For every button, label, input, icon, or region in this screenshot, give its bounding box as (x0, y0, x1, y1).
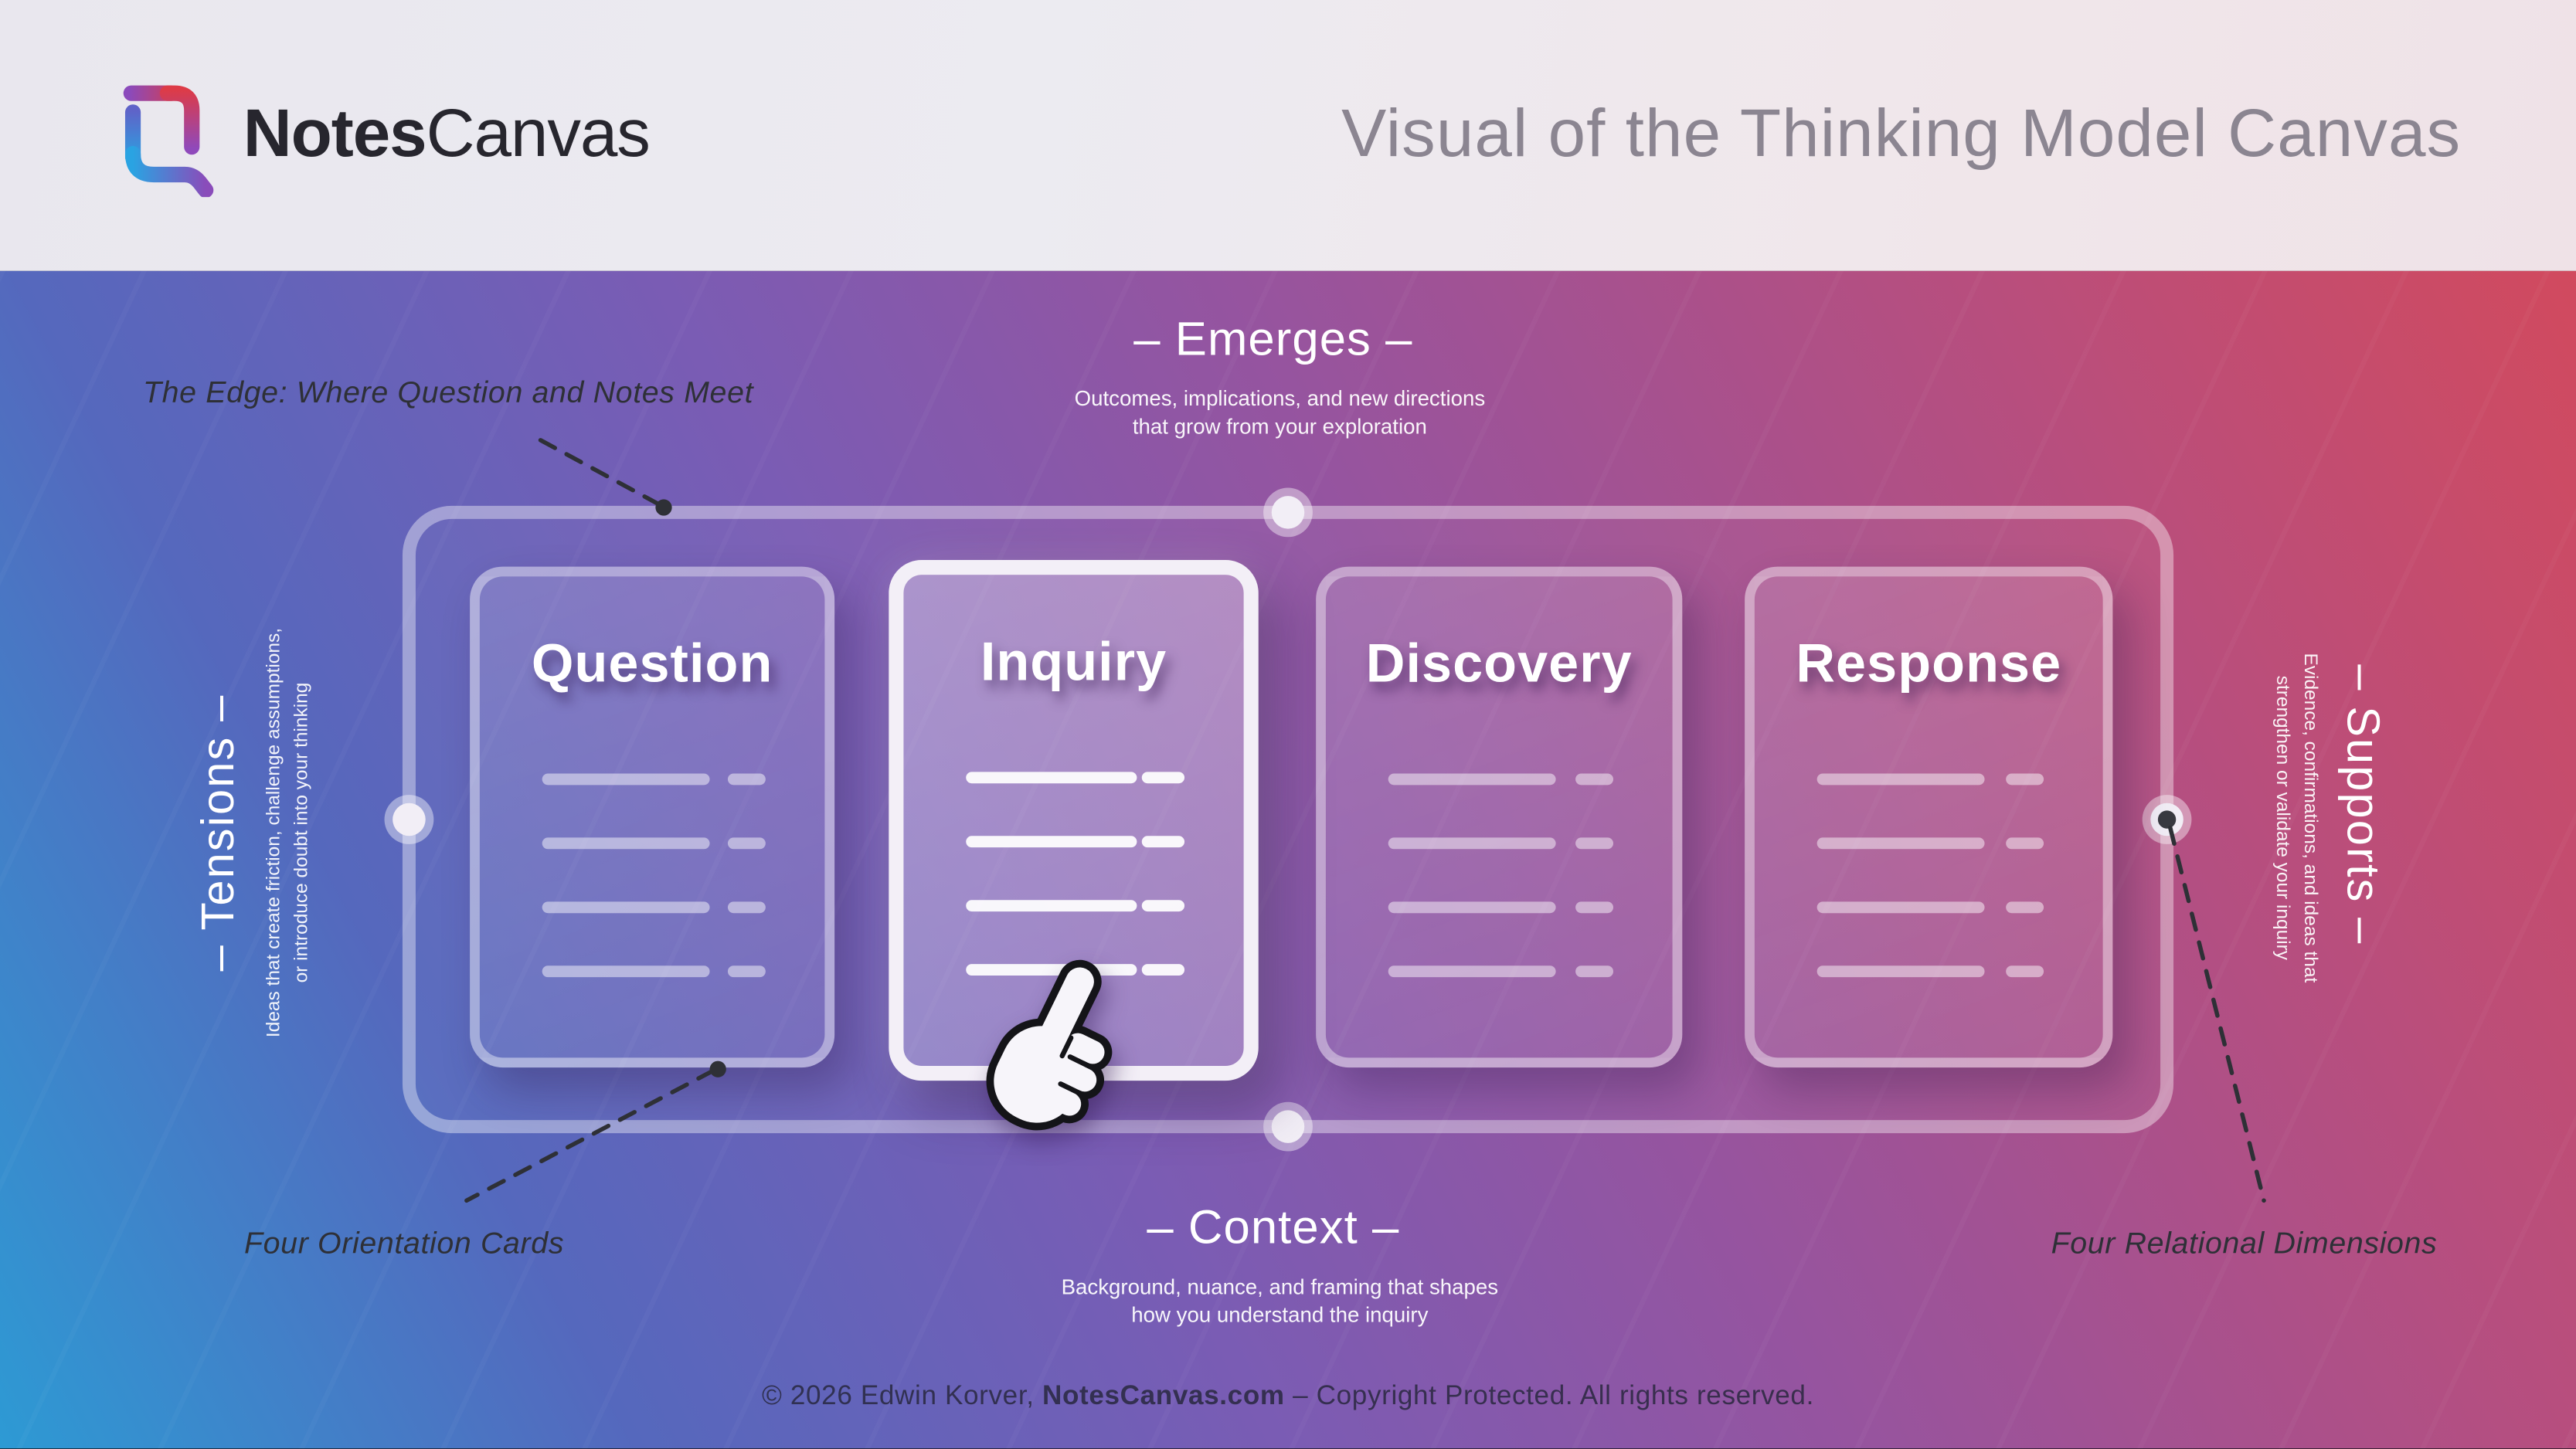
leader-line-relational (2168, 825, 2266, 1203)
placeholder-line-short (2006, 837, 2044, 850)
placeholder-line-short (1141, 772, 1185, 784)
brand-wordmark: NotesCanvas (243, 92, 651, 174)
canvas-area: – Emerges – Outcomes, implications, and … (0, 270, 2576, 1449)
orientation-card-response[interactable]: Response (1745, 566, 2113, 1068)
placeholder-line-row (480, 965, 825, 978)
placeholder-line-long (1388, 901, 1556, 914)
card-placeholder-lines (1326, 773, 1673, 1030)
placeholder-line-row (480, 901, 825, 914)
placeholder-line-short (1575, 965, 1614, 978)
placeholder-line-long (1816, 965, 1985, 978)
placeholder-line-row (1755, 773, 2103, 786)
placeholder-line-long (1388, 773, 1556, 786)
annotation-edge: The Edge: Where Question and Notes Meet (142, 374, 754, 409)
placeholder-line-row (1755, 965, 2103, 978)
placeholder-line-short (1141, 836, 1185, 848)
placeholder-line-row (903, 772, 1243, 784)
annotation-relational-dimensions: Four Relational Dimensions (2051, 1225, 2438, 1260)
placeholder-line-row (1326, 901, 1673, 914)
placeholder-line-short (1141, 964, 1185, 976)
placeholder-line-long (1816, 837, 1985, 850)
placeholder-line-long (1816, 773, 1985, 786)
placeholder-line-long (542, 837, 710, 850)
placeholder-line-row (1326, 837, 1673, 850)
frame-handle-bottom[interactable] (1263, 1101, 1313, 1152)
placeholder-line-short (727, 965, 766, 978)
placeholder-line-short (2006, 773, 2044, 786)
edge-label-emerges: – Emerges – (1133, 314, 1413, 367)
placeholder-line-long (966, 900, 1137, 912)
placeholder-line-long (1388, 837, 1556, 850)
placeholder-line-short (1575, 837, 1614, 850)
card-title: Response (1796, 632, 2062, 694)
placeholder-line-short (727, 901, 766, 914)
placeholder-line-row (903, 900, 1243, 912)
placeholder-line-row (480, 773, 825, 786)
edge-desc-context: Background, nuance, and framing that sha… (1061, 1274, 1499, 1326)
placeholder-line-row (903, 836, 1243, 848)
placeholder-line-long (542, 965, 710, 978)
canvas-frame[interactable] (384, 487, 2192, 1152)
placeholder-line-row (1326, 965, 1673, 978)
edge-desc-emerges: Outcomes, implications, and new directio… (1074, 385, 1486, 438)
placeholder-line-short (727, 773, 766, 786)
placeholder-line-long (966, 836, 1137, 848)
notescanvas-logo-icon (123, 85, 214, 198)
placeholder-line-row (1755, 901, 2103, 914)
frame-handle-left[interactable] (384, 795, 434, 844)
copyright-footer: © 2026 Edwin Korver, NotesCanvas.com – C… (761, 1381, 1814, 1411)
card-title: Question (531, 632, 773, 694)
frame-handle-top[interactable] (1263, 487, 1313, 538)
placeholder-line-long (1816, 901, 1985, 914)
placeholder-line-long (966, 772, 1137, 784)
placeholder-line-long (1388, 965, 1556, 978)
placeholder-line-short (1575, 773, 1614, 786)
placeholder-line-short (2006, 901, 2044, 914)
edge-desc-supports: Evidence, confirmations, and ideas that … (2272, 653, 2320, 983)
brand-light: Canvas (426, 95, 651, 171)
placeholder-line-short (727, 837, 766, 850)
edge-label-supports: – Supports – (2337, 664, 2389, 945)
edge-label-tensions: – Tensions – (192, 694, 243, 972)
placeholder-line-row (1326, 773, 1673, 786)
hand-cursor-icon (986, 959, 1113, 1131)
card-placeholder-lines (480, 773, 825, 1030)
frame-handle-right[interactable] (2142, 795, 2192, 844)
brand-bold: Notes (243, 95, 427, 171)
edge-label-context: – Context – (1147, 1202, 1400, 1255)
annotation-orientation-cards: Four Orientation Cards (244, 1225, 565, 1260)
placeholder-line-long (542, 773, 710, 786)
card-title: Inquiry (980, 630, 1167, 692)
placeholder-line-row (480, 837, 825, 850)
placeholder-line-short (1141, 900, 1185, 912)
placeholder-line-short (2006, 965, 2044, 978)
placeholder-line-short (1575, 901, 1614, 914)
orientation-card-question[interactable]: Question (470, 566, 835, 1068)
placeholder-line-row (1755, 837, 2103, 850)
leader-line-edge (538, 438, 661, 507)
edge-desc-tensions: Ideas that create friction, challenge as… (264, 627, 312, 1038)
card-placeholder-lines (1755, 773, 2103, 1030)
footer-brand: NotesCanvas.com (1042, 1381, 1285, 1411)
orientation-card-discovery[interactable]: Discovery (1316, 566, 1683, 1068)
page-title: Visual of the Thinking Model Canvas (1341, 95, 2462, 171)
placeholder-line-long (542, 901, 710, 914)
header: NotesCanvas Visual of the Thinking Model… (0, 0, 2576, 271)
card-title: Discovery (1365, 632, 1633, 694)
